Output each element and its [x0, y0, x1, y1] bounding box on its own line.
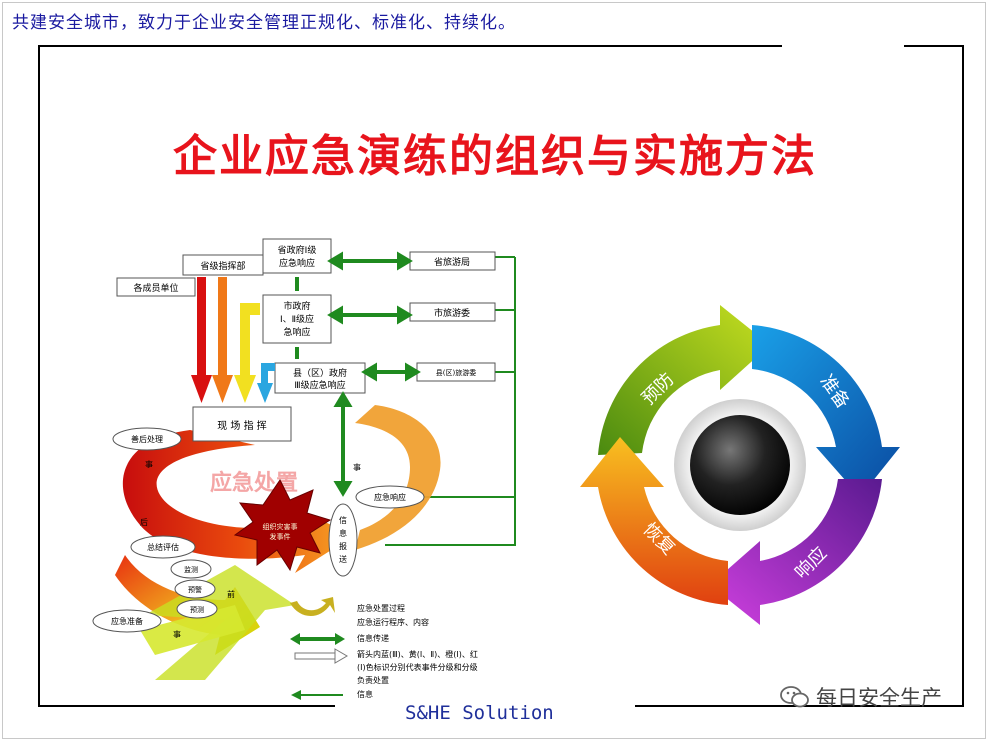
svg-text:省政府Ⅰ级: 省政府Ⅰ级 — [278, 244, 317, 256]
box-county-gov: 县（区）政府 Ⅲ级应急响应 — [274, 362, 366, 394]
svg-text:事: 事 — [145, 459, 153, 469]
svg-text:各成员单位: 各成员单位 — [133, 282, 178, 294]
box-county-tourism: 县(区)旅游委 — [416, 362, 496, 382]
box-prov-gov: 省政府Ⅰ级 应急响应 — [262, 238, 332, 274]
svg-text:后: 后 — [140, 517, 148, 527]
svg-text:发事件: 发事件 — [270, 532, 291, 541]
svg-text:息: 息 — [339, 528, 347, 538]
svg-text:信息传递: 信息传递 — [357, 633, 389, 643]
flowchart-legend: 应急处置过程 应急运行程序、内容 信息传递 箭头内蓝(Ⅲ)、黄(Ⅰ、Ⅱ)、橙(Ⅰ… — [290, 597, 478, 700]
cycle-segment-respond — [710, 479, 882, 625]
frame-gap-top — [782, 43, 904, 49]
box-city-gov: 市政府 Ⅰ、Ⅱ级应 急响应 — [262, 294, 332, 344]
svg-text:应急准备: 应急准备 — [111, 616, 143, 626]
svg-text:应急运行程序、内容: 应急运行程序、内容 — [357, 617, 429, 627]
svg-text:箭头内蓝(Ⅲ)、黄(Ⅰ、Ⅱ)、橙(Ⅰ)、红: 箭头内蓝(Ⅲ)、黄(Ⅰ、Ⅱ)、橙(Ⅰ)、红 — [357, 649, 478, 659]
emergency-flowchart: 省级指挥部 各成员单位 省政府Ⅰ级 应急响应 市政府 Ⅰ、Ⅱ级应 急响应 县（区… — [92, 238, 516, 700]
svg-text:市旅游委: 市旅游委 — [434, 307, 470, 319]
box-city-tourism: 市旅游委 — [409, 302, 496, 322]
watermark: 每日安全生产 — [780, 682, 942, 712]
svg-text:事: 事 — [353, 462, 361, 472]
footer-brand: S&HE Solution — [405, 702, 554, 724]
svg-text:组织灾害事: 组织灾害事 — [263, 522, 298, 531]
svg-text:省旅游局: 省旅游局 — [434, 256, 470, 268]
box-prov-hq: 省级指挥部 — [182, 254, 264, 276]
svg-text:应急响应: 应急响应 — [374, 492, 406, 502]
box-members: 各成员单位 — [116, 277, 196, 297]
box-site-command: 现 场 指 挥 — [192, 406, 292, 442]
svg-text:现 场 指 挥: 现 场 指 挥 — [217, 419, 267, 432]
svg-text:应急响应: 应急响应 — [279, 257, 315, 269]
svg-text:善后处理: 善后处理 — [131, 434, 163, 444]
cycle-hub — [690, 415, 790, 515]
oval-forecast: 预测 — [176, 599, 218, 619]
wechat-icon — [780, 686, 809, 708]
svg-text:预测: 预测 — [190, 605, 204, 614]
svg-text:报: 报 — [339, 541, 347, 551]
svg-text:应急处置过程: 应急处置过程 — [357, 603, 405, 613]
oval-response: 应急响应 — [355, 485, 425, 509]
cycle-segment-prevent — [598, 305, 770, 455]
oval-warning: 预警 — [174, 579, 216, 599]
watermark-text: 每日安全生产 — [816, 686, 942, 710]
svg-text:负责处置: 负责处置 — [357, 675, 389, 685]
oval-aftermath: 善后处理 — [112, 427, 182, 451]
svg-text:事: 事 — [173, 629, 181, 639]
cycle-segment-recover — [580, 437, 728, 605]
svg-text:(Ⅰ)色标识分别代表事件分级和分级: (Ⅰ)色标识分别代表事件分级和分级 — [357, 662, 478, 672]
svg-text:Ⅲ级应急响应: Ⅲ级应急响应 — [294, 379, 345, 391]
svg-text:省级指挥部: 省级指挥部 — [200, 260, 245, 272]
svg-text:信息: 信息 — [357, 689, 373, 699]
incident-star — [233, 479, 332, 572]
svg-text:急响应: 急响应 — [283, 326, 310, 338]
slide-title: 企业应急演练的组织与实施方法 — [173, 131, 817, 182]
svg-text:送: 送 — [339, 554, 347, 564]
oval-prepare: 应急准备 — [92, 609, 162, 633]
oval-info-report: 信 息 报 送 — [328, 503, 358, 577]
emergency-cycle-diagram: 预防 准备 响应 恢复 — [580, 305, 900, 625]
svg-text:总结评估: 总结评估 — [147, 542, 179, 552]
header-slogan: 共建安全城市，致力于企业安全管理正规化、标准化、持续化。 — [12, 13, 516, 33]
svg-text:县（区）政府: 县（区）政府 — [293, 367, 347, 379]
oval-evaluation: 总结评估 — [130, 535, 196, 559]
level-arrows — [191, 277, 275, 403]
svg-text:Ⅰ、Ⅱ级应: Ⅰ、Ⅱ级应 — [280, 313, 314, 325]
svg-text:市政府: 市政府 — [283, 300, 310, 312]
svg-text:信: 信 — [339, 515, 347, 525]
cycle-segment-prepare — [752, 325, 900, 497]
oval-monitor: 监测 — [170, 559, 212, 579]
svg-text:县(区)旅游委: 县(区)旅游委 — [436, 368, 476, 377]
frame-gap-bottom — [335, 702, 635, 712]
svg-text:预警: 预警 — [188, 585, 202, 594]
svg-text:前: 前 — [227, 589, 235, 599]
svg-text:监测: 监测 — [184, 565, 198, 574]
box-prov-tourism: 省旅游局 — [409, 251, 496, 271]
